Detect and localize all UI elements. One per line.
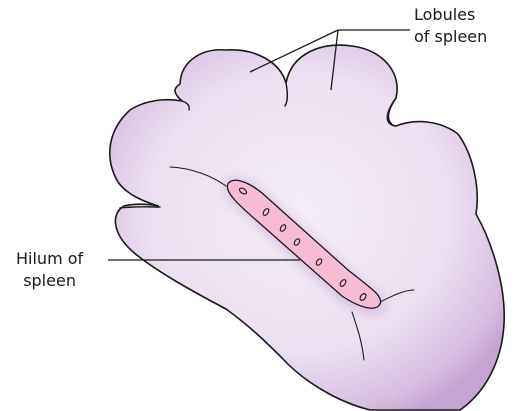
hilum-label-line2: spleen <box>16 270 83 292</box>
lobules-label-line1: Lobules <box>414 4 487 26</box>
spleen-outline <box>110 45 504 410</box>
hilum-label-line1: Hilum of <box>16 248 83 270</box>
hilum-of-spleen-label: Hilum of spleen <box>16 248 83 292</box>
lobules-label-line2: of spleen <box>414 26 487 48</box>
lobules-of-spleen-label: Lobules of spleen <box>414 4 487 48</box>
